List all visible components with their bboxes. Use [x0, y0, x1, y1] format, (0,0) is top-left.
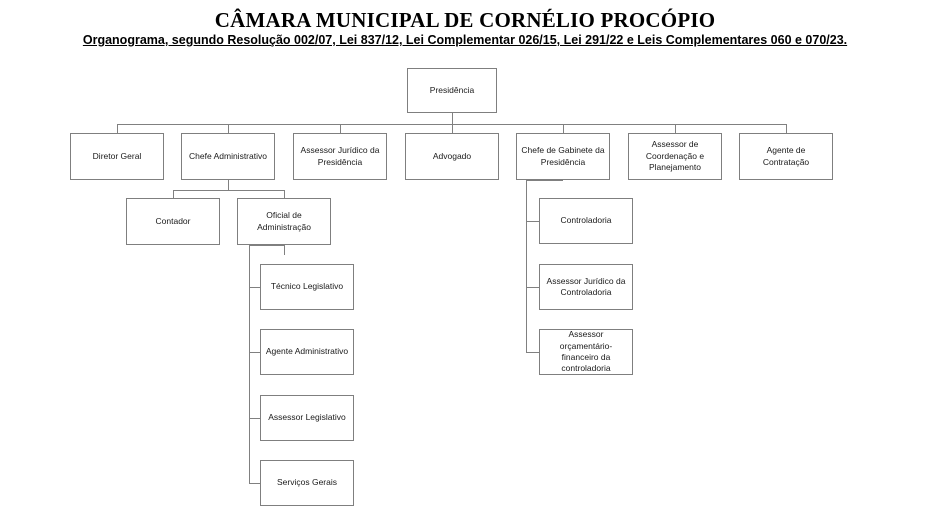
org-node-label: Oficial de Administração: [257, 210, 311, 232]
connector-stub-assessor-legislativo: [249, 418, 260, 419]
connector-chefe-gabinete-spine: [526, 180, 527, 352]
org-node-label: Assessor de Coordenação e Planejamento: [645, 139, 705, 173]
connector-drop-agente-contratacao: [786, 124, 787, 133]
org-node-advogado[interactable]: Advogado: [405, 133, 499, 180]
connector-stub-servicos-gerais: [249, 483, 260, 484]
connector-drop-diretor-geral: [117, 124, 118, 133]
page-subtitle-text: Organograma, segundo Resolução 002/07, L…: [82, 33, 848, 47]
connector-drop-advogado: [452, 124, 453, 133]
connector-oficial-administracao-elbow: [249, 245, 284, 246]
org-node-label: Chefe Administrativo: [189, 150, 267, 161]
connector-chefe-administrativo-bus: [173, 190, 284, 191]
connector-drop-chefe-gabinete-presidencia: [563, 124, 564, 133]
org-node-assessor-coordenacao-planejamento[interactable]: Assessor de Coordenação e Planejamento: [628, 133, 722, 180]
connector-chefe-gabinete-elbow: [526, 180, 563, 181]
org-node-label: Assessor Legislativo: [268, 412, 346, 423]
connector-drop-oficial-administracao: [284, 190, 285, 198]
connector-stub-tecnico-legislativo: [249, 287, 260, 288]
org-node-label: Serviços Gerais: [277, 477, 337, 488]
org-node-label: Agente Administrativo: [265, 346, 349, 357]
connector-drop-chefe-administrativo: [228, 124, 229, 133]
connector-level1-bus: [117, 124, 786, 125]
org-node-label: Contador: [155, 215, 191, 226]
org-node-label: Assessor Jurídico da Presidência: [300, 145, 380, 167]
connector-drop-assessor-juridico-presidencia: [340, 124, 341, 133]
connector-drop-contador: [173, 190, 174, 198]
connector-stub-controladoria: [526, 221, 539, 222]
connector-chefe-administrativo-drop: [228, 180, 229, 190]
connector-presidencia-drop: [452, 113, 453, 124]
org-node-agente-contratacao[interactable]: Agente de Contratação: [739, 133, 833, 180]
org-node-label: Agente de Contratação: [762, 145, 810, 167]
org-node-assessor-juridico-presidencia[interactable]: Assessor Jurídico da Presidência: [293, 133, 387, 180]
org-node-tecnico-legislativo[interactable]: Técnico Legislativo: [260, 264, 354, 310]
org-node-label: Técnico Legislativo: [270, 281, 344, 292]
org-node-chefe-gabinete-presidencia[interactable]: Chefe de Gabinete da Presidência: [516, 133, 610, 180]
page-title: CÂMARA MUNICIPAL DE CORNÉLIO PROCÓPIO: [214, 8, 716, 32]
org-node-presidencia[interactable]: Presidência: [407, 68, 497, 113]
org-node-label: Chefe de Gabinete da Presidência: [521, 145, 605, 167]
org-node-label: Advogado: [432, 150, 472, 161]
org-node-label: Assessor Jurídico da Controladoria: [546, 275, 626, 297]
connector-stub-assessor-orcamentario-financeiro: [526, 352, 539, 353]
org-node-assessor-legislativo[interactable]: Assessor Legislativo: [260, 395, 354, 441]
org-node-oficial-administracao[interactable]: Oficial de Administração: [237, 198, 331, 245]
org-node-chefe-administrativo[interactable]: Chefe Administrativo: [181, 133, 275, 180]
org-node-assessor-orcamentario-financeiro[interactable]: Assessor orçamentário-financeiro da cont…: [539, 329, 633, 375]
connector-drop-assessor-coordenacao-planejamento: [675, 124, 676, 133]
org-node-label: Diretor Geral: [92, 150, 142, 161]
connector-stub-agente-administrativo: [249, 352, 260, 353]
org-node-servicos-gerais[interactable]: Serviços Gerais: [260, 460, 354, 506]
connector-oficial-administracao-drop: [284, 245, 285, 255]
connector-oficial-administracao-spine: [249, 245, 250, 483]
org-node-contador[interactable]: Contador: [126, 198, 220, 245]
page-subtitle: Organograma, segundo Resolução 002/07, L…: [0, 33, 930, 47]
org-node-label: Controladoria: [560, 215, 612, 226]
org-node-agente-administrativo[interactable]: Agente Administrativo: [260, 329, 354, 375]
org-node-controladoria[interactable]: Controladoria: [539, 198, 633, 244]
org-node-label: Presidência: [429, 84, 475, 95]
org-node-diretor-geral[interactable]: Diretor Geral: [70, 133, 164, 180]
org-node-assessor-juridico-controladoria[interactable]: Assessor Jurídico da Controladoria: [539, 264, 633, 310]
org-node-label: Assessor orçamentário-financeiro da cont…: [559, 329, 613, 374]
connector-stub-assessor-juridico-controladoria: [526, 287, 539, 288]
